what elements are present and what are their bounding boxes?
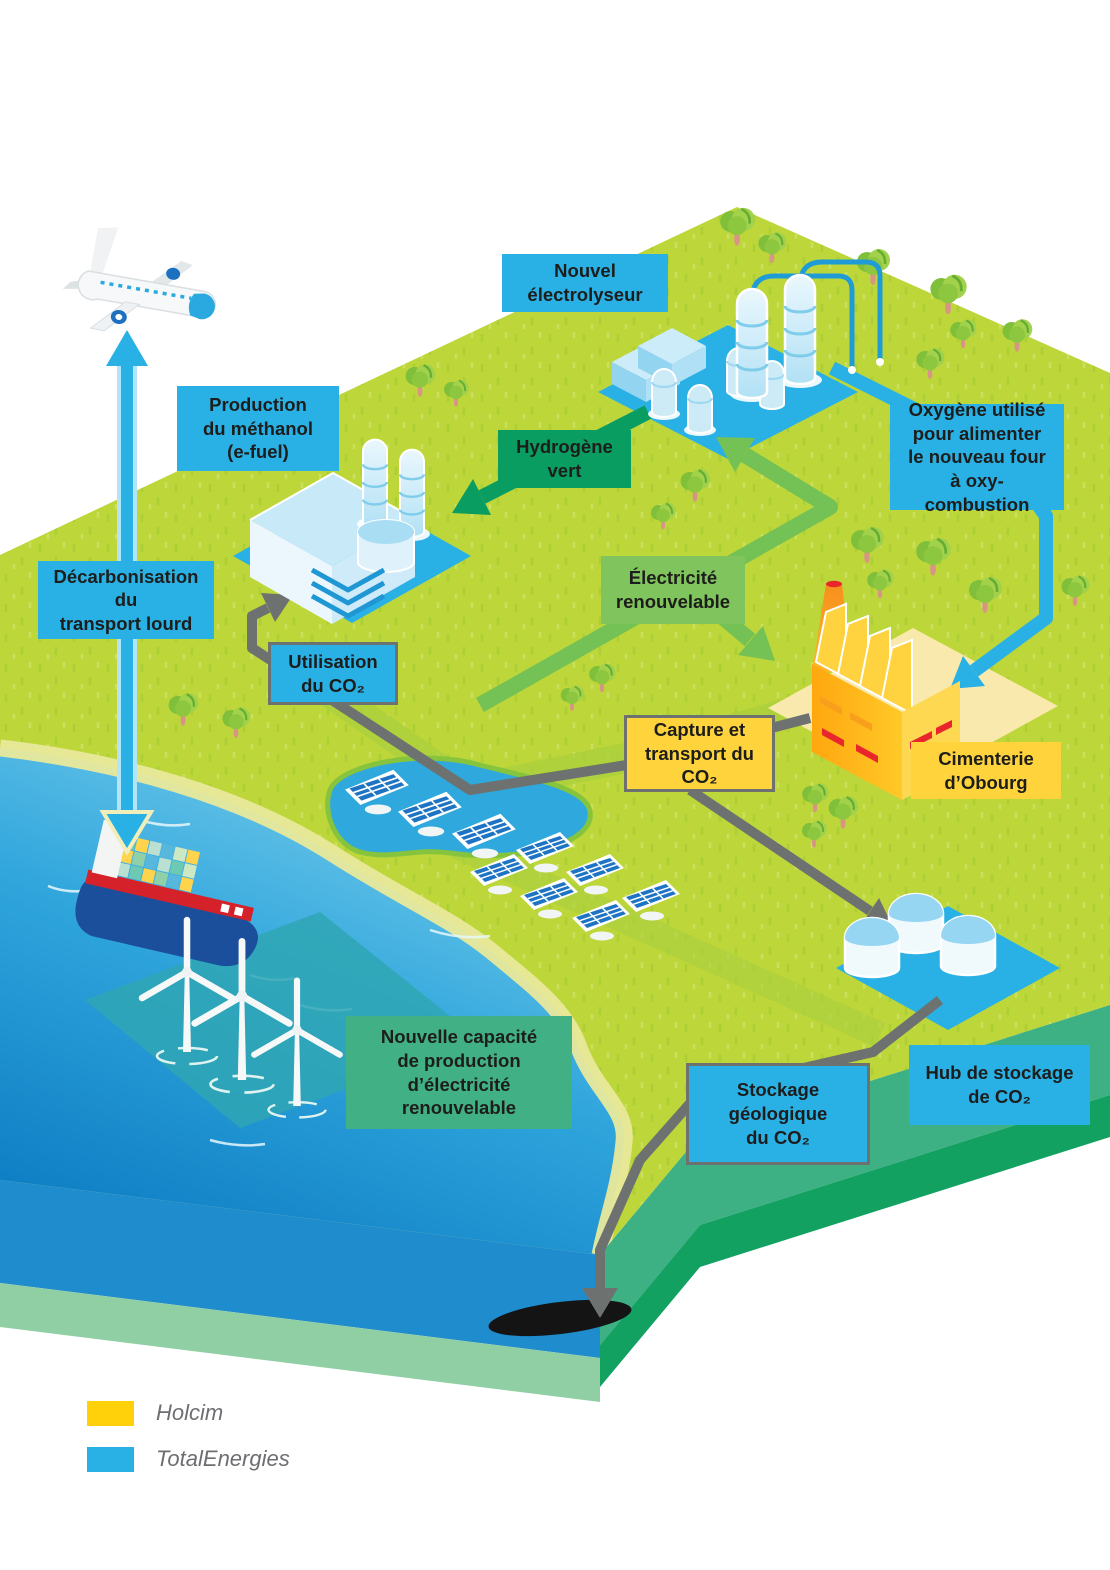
label-hub-stockage: Hub de stockage de CO₂ [909,1045,1090,1125]
legend-item-holcim: Holcim [87,1400,223,1426]
totalenergies-color-swatch [87,1446,134,1472]
road [449,833,886,1047]
holcim-color-swatch [87,1400,134,1426]
label-electricite-renouvelable: Électricité renouvelable [601,556,745,624]
airplane-illustration [62,227,217,332]
label-stockage-geologique: Stockage géologique du CO₂ [686,1063,870,1165]
beach [0,739,633,1257]
cargo-ship-illustration [75,810,258,967]
electrolyzer-illustration [612,259,884,436]
methanol-plant-illustration [249,438,430,624]
co2-pipeline-to-geological-storage-arrow [582,996,944,1318]
label-nouvel-electrolyseur: Nouvel électrolyseur [502,254,668,312]
label-hydrogene-vert: Hydrogène vert [498,430,631,488]
legend-item-totalenergies: TotalEnergies [87,1446,290,1472]
label-oxygene: Oxygène utilisé pour alimenter le nouvea… [890,399,1064,515]
label-utilisation-co2: Utilisation du CO₂ [268,642,398,705]
legend-label-holcim: Holcim [156,1400,224,1425]
label-decarbonisation-transport: Décarbonisation du transport lourd [38,561,214,639]
label-production-methanol: Production du méthanol (e-fuel) [177,386,339,471]
legend-label-totalenergies: TotalEnergies [156,1446,290,1471]
label-capture-transport-co2: Capture et transport du CO₂ [624,715,775,792]
label-nouvelle-capacite: Nouvelle capacité de production d’électr… [346,1016,572,1129]
label-cimenterie-obourg: Cimenterie d’Obourg [911,742,1061,799]
